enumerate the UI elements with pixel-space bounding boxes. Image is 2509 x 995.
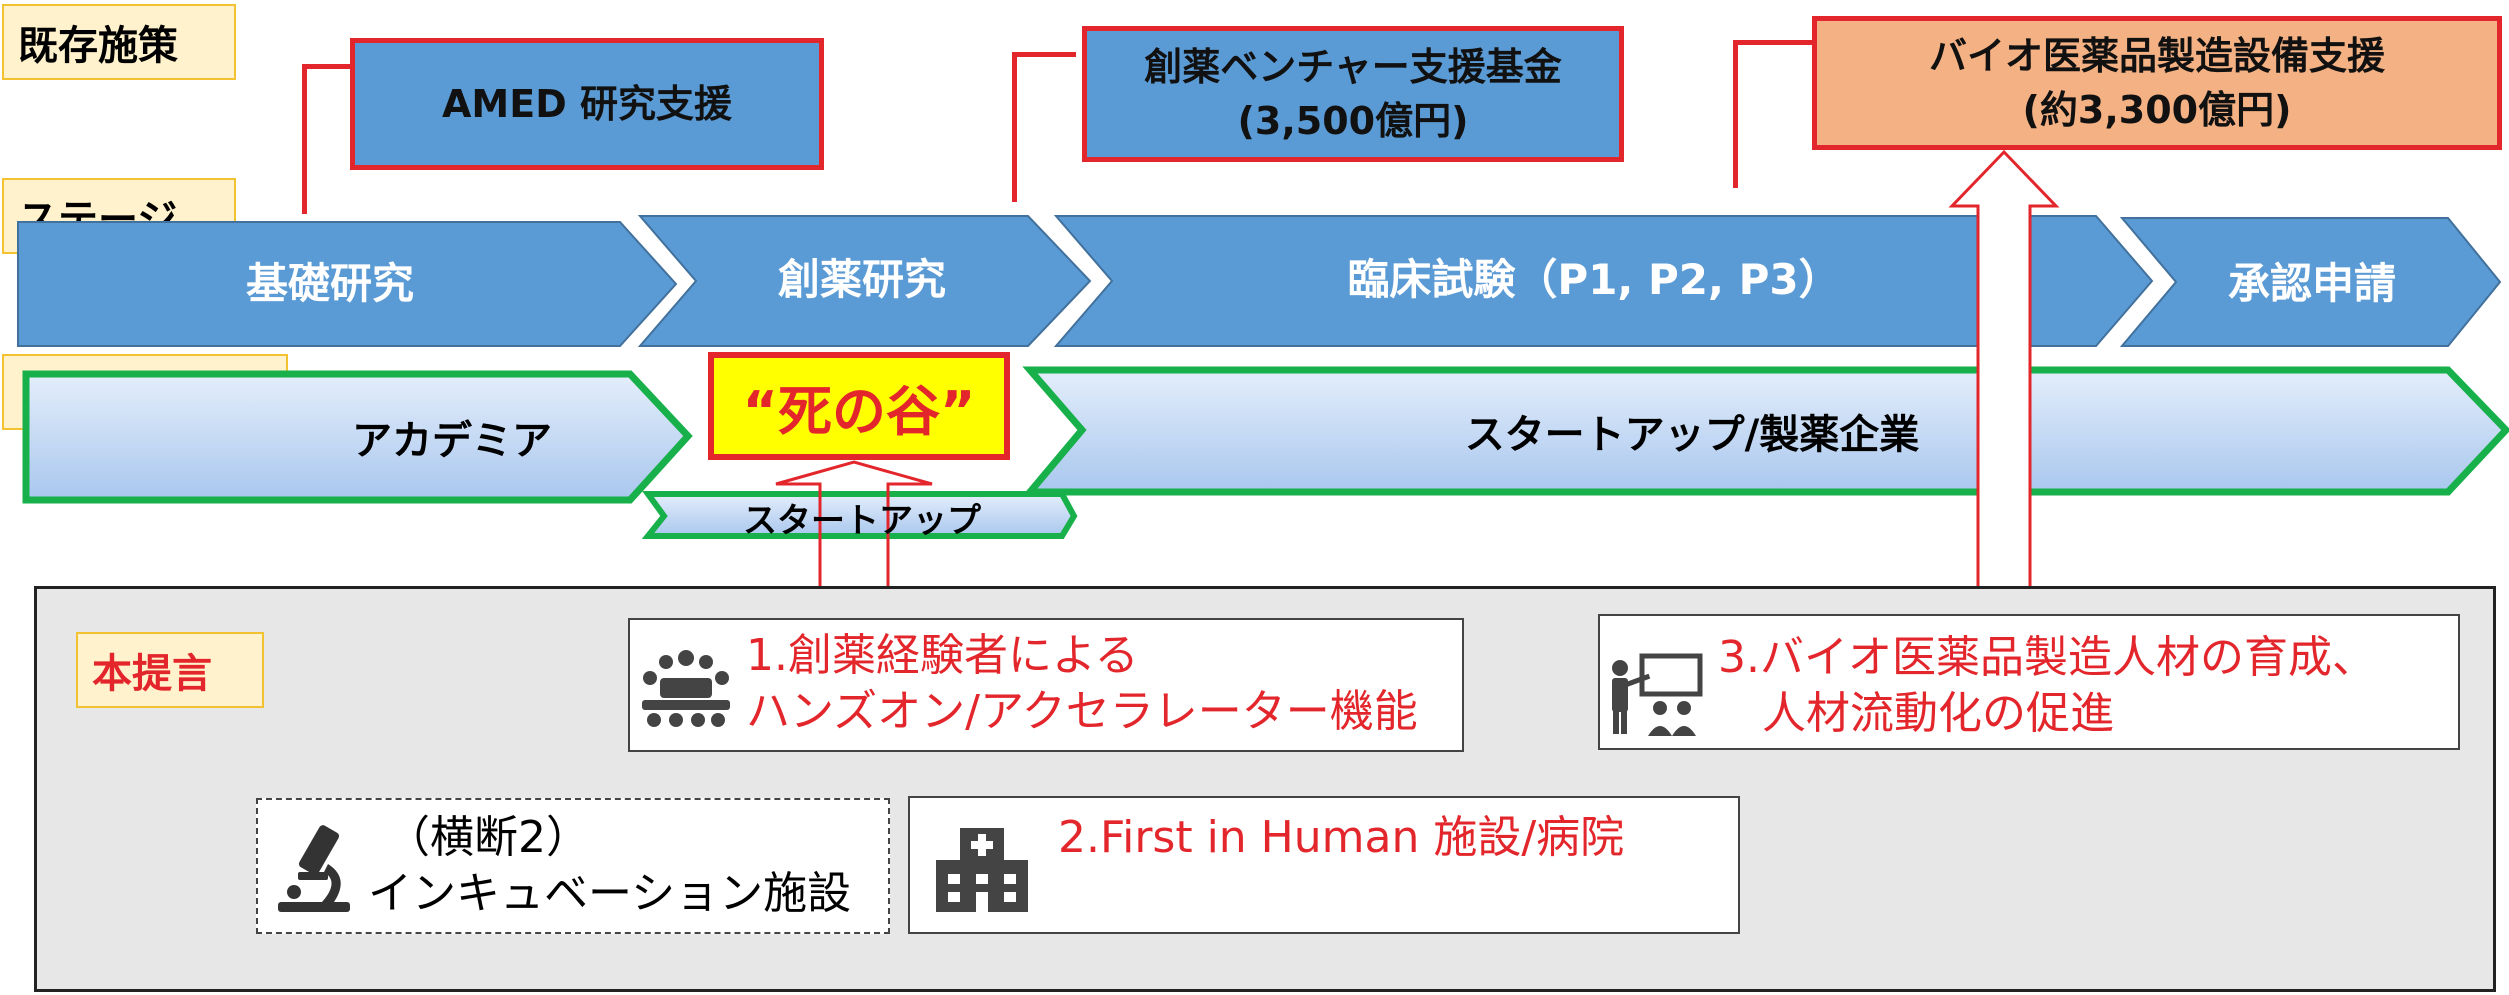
- stage-approval: [2119, 217, 2502, 347]
- incubation-box: （横断2） インキュベーション施設: [256, 798, 890, 934]
- stage-label-discovery: 創薬研究: [778, 255, 946, 304]
- proposal-1-line1: 1.創薬経験者による: [746, 630, 1139, 681]
- player-startup-arrow: [641, 491, 1078, 539]
- policy-venture-fund-line1: 創薬ベンチャー支援基金: [1144, 45, 1562, 89]
- connector-bio-v: [1733, 40, 1738, 188]
- stage-label-approval: 承認申請: [2228, 259, 2396, 308]
- stage-label-clinical: 臨床試験（P1, P2, P3）: [1347, 255, 1840, 304]
- connector-fund-v: [1012, 52, 1017, 202]
- policy-bio-line2: (約3,300億円): [2022, 88, 2292, 132]
- stage-label-basic: 基礎研究: [246, 259, 414, 308]
- incubation-line2: インキュベーション施設: [368, 868, 852, 919]
- player-startup-pharma-arrow: [1022, 366, 2509, 496]
- connector-bio: [1733, 40, 1813, 45]
- teacher-icon: [1612, 653, 1703, 736]
- meeting-icon: [642, 650, 730, 727]
- proposal-3-box: 3.バイオ医薬品製造人材の育成、 人材流動化の促進: [1598, 614, 2460, 750]
- player-label-startup-pharma: スタートアップ/製薬企業: [1465, 412, 1920, 458]
- player-arrows: [22, 366, 2509, 539]
- proposal-label: 本提言: [76, 632, 264, 708]
- proposal-3-line2: 人材流動化の促進: [1718, 688, 2114, 739]
- valley-of-death-box: “死の谷”: [708, 352, 1010, 460]
- policy-venture-fund-line2: (3,500億円): [1237, 99, 1469, 143]
- existing-policy-label: 既存施策: [2, 4, 236, 80]
- policy-venture-fund-box: 創薬ベンチャー支援基金 (3,500億円): [1082, 26, 1624, 162]
- incubation-line1: （横断2）: [386, 812, 590, 863]
- connector-amed: [302, 64, 350, 69]
- player-academia-arrow: [22, 370, 693, 504]
- hospital-icon: [936, 828, 1028, 912]
- microscope-icon: [278, 825, 350, 912]
- stage-clinical-trial: [1053, 215, 2154, 347]
- policy-bio-manufacturing-box: バイオ医薬品製造設備支援 (約3,300億円): [1812, 16, 2502, 150]
- stage-arrows: [17, 215, 2502, 347]
- proposal-3-line1: 3.バイオ医薬品製造人材の育成、: [1718, 632, 2376, 683]
- connector-fund: [1012, 52, 1076, 57]
- policy-amed-text: AMED 研究支援: [442, 82, 732, 126]
- bio-support-arrow: [1948, 149, 2060, 616]
- stage-basic-research: [17, 221, 678, 347]
- proposal-1-line2: ハンズオン/アクセラレーター機能: [746, 686, 1418, 737]
- proposal-2-box: 2.First in Human 施設/病院: [908, 796, 1740, 934]
- player-label-academia: アカデミア: [352, 418, 552, 464]
- policy-amed-box: AMED 研究支援: [350, 38, 824, 170]
- proposal-1-box: 1.創薬経験者による ハンズオン/アクセラレーター機能: [628, 618, 1464, 752]
- stage-drug-discovery: [637, 215, 1092, 347]
- policy-bio-line1: バイオ医薬品製造設備支援: [1928, 34, 2385, 78]
- player-label-startup: スタートアップ: [743, 501, 981, 541]
- connector-amed-v: [302, 64, 307, 214]
- proposal-2-text: 2.First in Human 施設/病院: [1058, 812, 1625, 863]
- valley-of-death-text: “死の谷”: [742, 379, 976, 443]
